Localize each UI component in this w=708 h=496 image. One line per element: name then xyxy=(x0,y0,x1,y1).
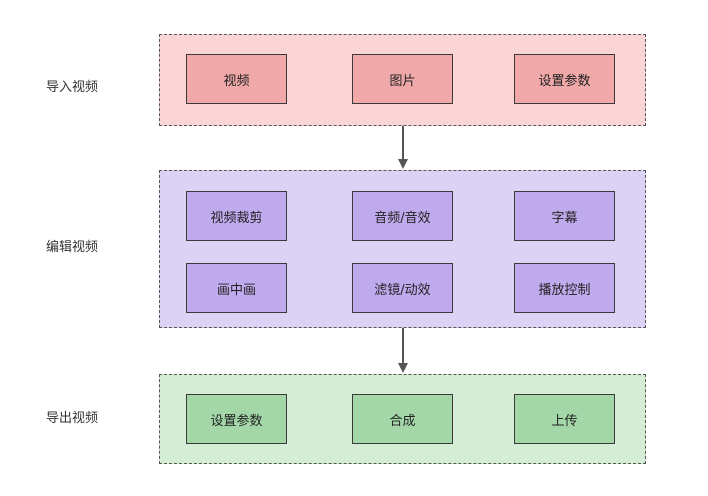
box-video: 视频 xyxy=(186,54,287,104)
arrow-edit-to-export xyxy=(398,328,408,373)
group-edit: 视频裁剪 音频/音效 字幕 画中画 滤镜/动效 播放控制 xyxy=(159,170,646,328)
arrow-import-to-edit xyxy=(398,126,408,169)
stage-label-export: 导出视频 xyxy=(46,411,99,426)
box-video-crop: 视频裁剪 xyxy=(186,191,287,241)
box-image: 图片 xyxy=(352,54,453,104)
group-import: 视频 图片 设置参数 xyxy=(159,34,646,126)
box-compose: 合成 xyxy=(352,394,453,444)
box-playback-control: 播放控制 xyxy=(514,263,615,313)
box-upload: 上传 xyxy=(514,394,615,444)
box-import-settings: 设置参数 xyxy=(514,54,615,104)
group-export: 设置参数 合成 上传 xyxy=(159,374,646,464)
box-subtitles: 字幕 xyxy=(514,191,615,241)
stage-label-edit: 编辑视频 xyxy=(46,240,99,255)
box-filters-effects: 滤镜/动效 xyxy=(352,263,453,313)
box-audio: 音频/音效 xyxy=(352,191,453,241)
box-picture-in-picture: 画中画 xyxy=(186,263,287,313)
box-export-settings: 设置参数 xyxy=(186,394,287,444)
stage-label-import: 导入视频 xyxy=(46,80,99,95)
